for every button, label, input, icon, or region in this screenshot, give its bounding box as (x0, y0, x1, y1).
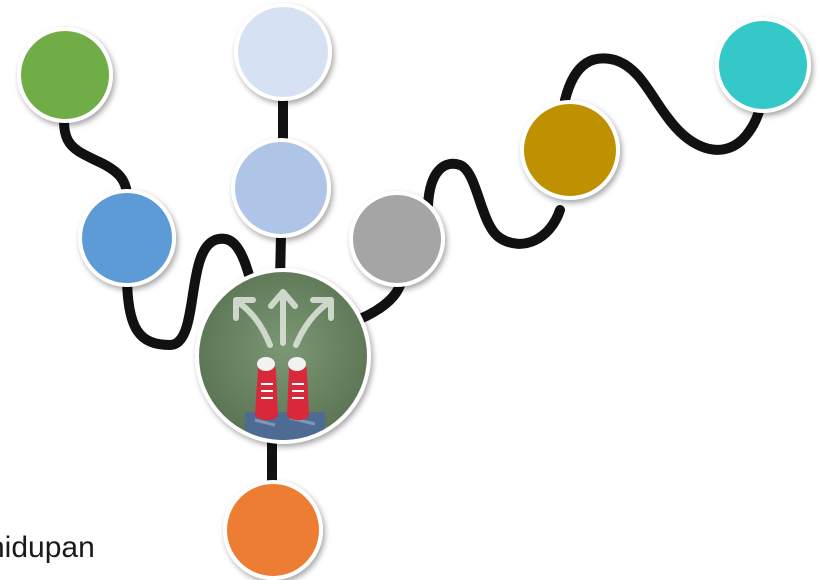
node-pale-blue (234, 3, 332, 101)
node-green (17, 27, 113, 123)
node-gold (520, 100, 620, 200)
sneakers-with-chalk-arrows-icon (199, 272, 367, 440)
node-teal (715, 17, 811, 113)
caption-text: hidupan (0, 531, 95, 564)
connector-blue-wave-to-center (122, 233, 257, 351)
connector-gold-wave-to-teal (560, 53, 767, 155)
connector-gray-wave-to-gold (423, 158, 565, 249)
node-blue (78, 189, 176, 287)
node-gray (349, 191, 445, 287)
center-image-node (195, 268, 371, 444)
connector-green-to-blue (59, 105, 133, 205)
node-light-blue (231, 138, 331, 238)
node-orange (223, 480, 323, 580)
nodes (17, 3, 811, 580)
